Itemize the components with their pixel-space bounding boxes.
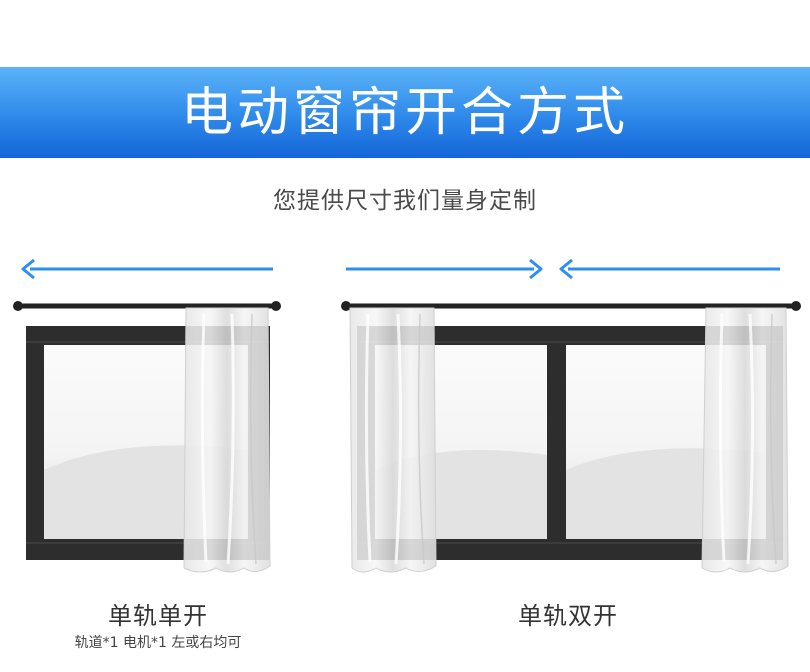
page-subtitle: 您提供尺寸我们量身定制 [273,188,537,214]
sheer-curtain-icon [701,307,789,573]
left-arrow-icon [559,258,780,280]
sheer-curtain-icon [183,307,271,573]
curtain-illustration [0,250,810,590]
left-arrow-icon [21,258,273,280]
right-arrow-icon [346,258,543,280]
title-banner: 电动窗帘开合方式 [0,67,810,158]
option-single-open-detail: 轨道*1 电机*1 左或右均可 [74,635,242,651]
option-single-open-title: 单轨单开 [108,602,208,630]
page-title: 电动窗帘开合方式 [180,82,629,143]
option-double-open-title: 单轨双开 [518,602,618,630]
curtain-rod-icon [341,301,801,311]
sheer-curtain-icon [349,307,437,573]
curtain-rod-icon [13,301,281,311]
